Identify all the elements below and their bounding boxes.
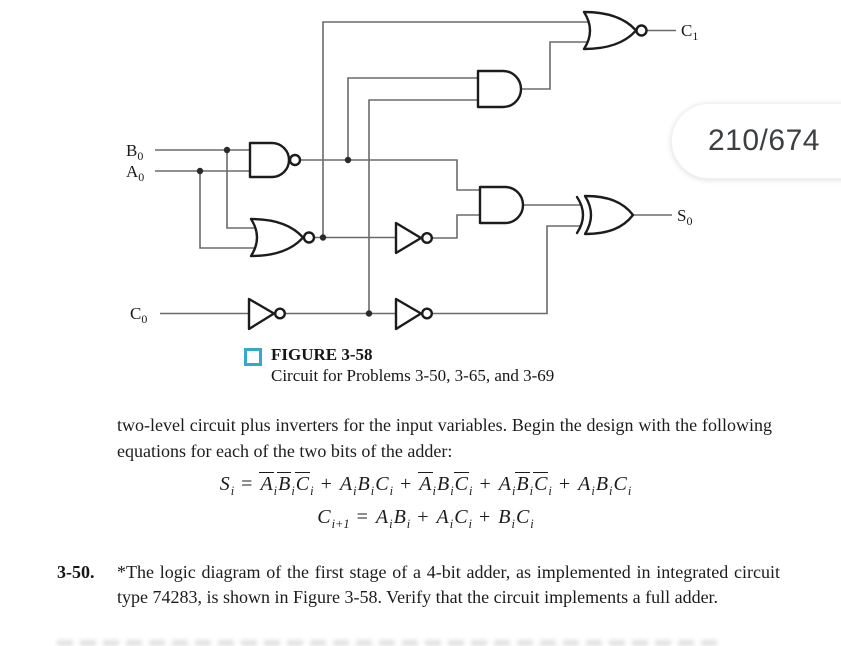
figure-bullet-icon (244, 348, 262, 366)
circuit-wires (155, 21, 676, 315)
junction-dot (223, 146, 231, 154)
figure-caption: FIGURE 3-58 Circuit for Problems 3-50, 3… (244, 345, 554, 386)
wire-b0-to-nor (226, 150, 258, 229)
junction-dot (319, 234, 327, 241)
inverter (394, 297, 434, 331)
negation-bubble (421, 307, 434, 320)
negation-bubble (302, 231, 316, 244)
page-indicator-pill: 210/674 (671, 103, 841, 179)
nand-gate (248, 141, 302, 179)
clipped-next-line (57, 640, 717, 646)
wire-inv2-to-and2 (432, 214, 481, 239)
junction-dot (365, 310, 373, 317)
figure-title: FIGURE 3-58 (271, 345, 373, 364)
wire-nand-out (300, 159, 480, 191)
paragraph-text: two-level circuit plus inverters for the… (117, 415, 772, 461)
page-indicator-text: 210/674 (708, 124, 820, 157)
wire-a0-to-nor (199, 171, 258, 249)
wire-nor-to-topnor (322, 21, 593, 238)
wire-inv4-to-xor (432, 225, 580, 315)
nor-gate (249, 217, 316, 258)
equation-carry: Ci+1=AiBi+AiCi+BiCi (317, 506, 534, 531)
output-label-s0: S0 (677, 206, 692, 228)
and-gate (478, 185, 525, 225)
negation-bubble (274, 307, 287, 320)
problem-3-50: 3-50. *The logic diagram of the first st… (57, 560, 780, 610)
negation-bubble (421, 231, 434, 244)
input-label-a0: A0 (126, 162, 144, 184)
wire-c0bar-to-and1 (368, 99, 479, 314)
equation-sum: Si=AiBiCi+AiBiCi+AiBiCi+AiBiCi+AiBiCi (219, 472, 632, 498)
input-label-c0: C0 (130, 304, 147, 326)
output-label-c1: C1 (681, 21, 698, 43)
and-gate (476, 69, 523, 109)
problem-text: *The logic diagram of the first stage of… (117, 562, 780, 607)
circuit-diagram: B0 A0 C0 C1 S0 (126, 10, 698, 331)
figure-subtitle: Circuit for Problems 3-50, 3-65, and 3-6… (271, 366, 555, 385)
junction-dot (344, 156, 352, 164)
wire-nand-to-and1 (347, 77, 479, 160)
problem-number: 3-50. (57, 562, 95, 582)
input-label-b0: B0 (126, 141, 143, 163)
xor-gate (575, 194, 635, 236)
inverter (247, 297, 287, 331)
negation-bubble (635, 24, 648, 37)
negation-bubble (288, 153, 302, 167)
inverter (394, 221, 434, 255)
junction-dots (196, 146, 373, 317)
nor-gate (582, 10, 648, 51)
junction-dot (196, 167, 204, 175)
wire-and1-to-topnor (521, 41, 593, 90)
